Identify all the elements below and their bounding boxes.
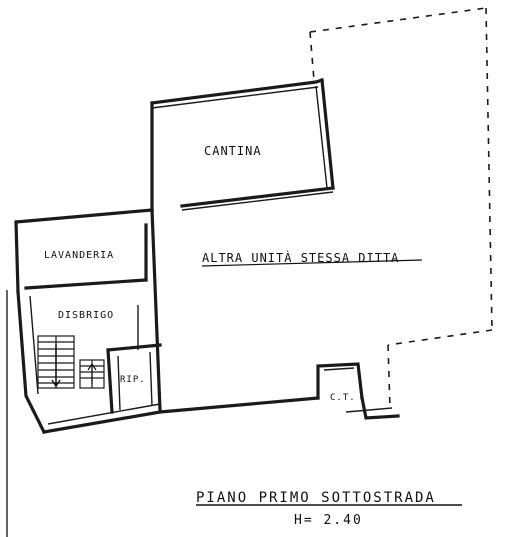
plan-height: H= 2.40	[294, 513, 363, 528]
other-unit-underline	[201, 259, 423, 267]
staircase	[37, 335, 105, 389]
room-label-rip: RIP.	[120, 375, 146, 385]
room-label-ct: C.T.	[330, 393, 356, 403]
stair-arrow-icon	[51, 344, 61, 388]
boundary-dashed	[309, 7, 493, 409]
rip-closet	[106, 305, 162, 414]
walls	[14, 77, 400, 435]
room-label-lavanderia: LAVANDERIA	[44, 250, 114, 261]
room-label-disimpegno: DISBRIGO	[58, 310, 114, 321]
room-label-other-unit: ALTRA UNITÀ STESSA DITTA	[202, 250, 399, 265]
plan-title: PIANO PRIMO SOTTOSTRADA	[196, 490, 436, 506]
room-label-cantina: CANTINA	[204, 144, 262, 158]
stair-arrow-up-icon	[87, 362, 97, 384]
